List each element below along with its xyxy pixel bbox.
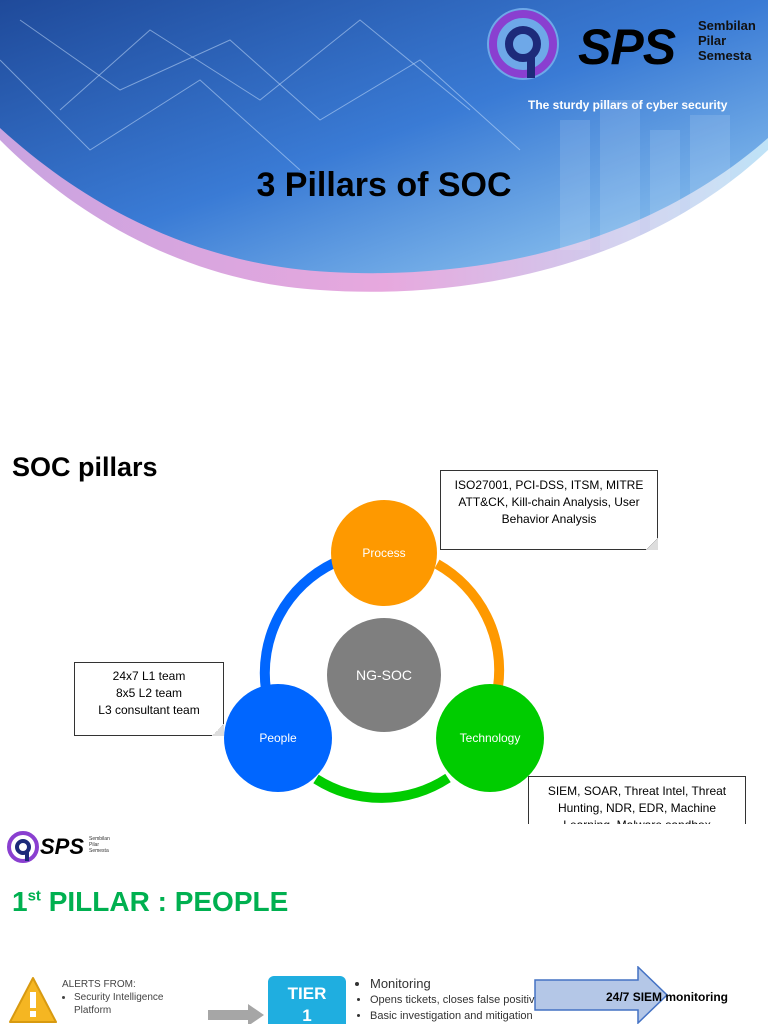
people-node: People (224, 684, 332, 792)
first-pillar-slide: SPS Sembilan Pilar Semesta 1st PILLAR : … (0, 824, 768, 1024)
process-technology-arc (434, 559, 505, 688)
tier-1-tasks: Monitoring Opens tickets, closes false p… (358, 976, 546, 1024)
company-name: Sembilan Pilar Semesta (698, 18, 756, 63)
sps-logo-text: SPS (578, 19, 676, 75)
blank-slide (0, 300, 768, 422)
block-arrow-icon (534, 966, 668, 1024)
siem-monitoring-label: 24/7 SIEM monitoring (606, 990, 729, 1004)
warning-icon (9, 977, 57, 1023)
slide-title: 1st PILLAR : PEOPLE (12, 886, 289, 917)
technology-node: Technology (436, 684, 544, 792)
slide-title: 3 Pillars of SOC (256, 166, 512, 204)
cityscape-background (0, 0, 768, 292)
company-name: Sembilan Pilar Semesta (89, 836, 110, 854)
process-note: ISO27001, PCI-DSS, ITSM, MITRE ATT&CK, K… (440, 470, 658, 550)
sps-logo-mark-icon (7, 831, 39, 863)
cycle-diagram (259, 558, 505, 803)
technology-note: SIEM, SOAR, Threat Intel, Threat Hunting… (528, 776, 746, 824)
people-note: 24x7 L1 team 8x5 L2 team L3 consultant t… (74, 662, 224, 736)
slide-title: SOC pillars (12, 452, 158, 482)
tagline: The sturdy pillars of cyber security (528, 98, 728, 112)
title-slide: SPS Sembilan Pilar Semesta The sturdy pi… (0, 0, 768, 300)
tier-1-badge: TIER 1 (268, 976, 346, 1024)
soc-pillars-slide: SOC pillars Process NG-SOC People Techno… (0, 422, 768, 824)
people-process-arc (259, 558, 337, 691)
ng-soc-node: NG-SOC (327, 618, 441, 732)
sps-logo-mark-icon (487, 8, 559, 80)
alerts-source: ALERTS FROM: Security Intelligence Platf… (62, 978, 164, 1017)
process-node: Process (331, 500, 437, 606)
right-arrow-icon (208, 1004, 264, 1024)
technology-people-arc (313, 773, 451, 803)
sps-logo-text: SPS (40, 834, 85, 859)
